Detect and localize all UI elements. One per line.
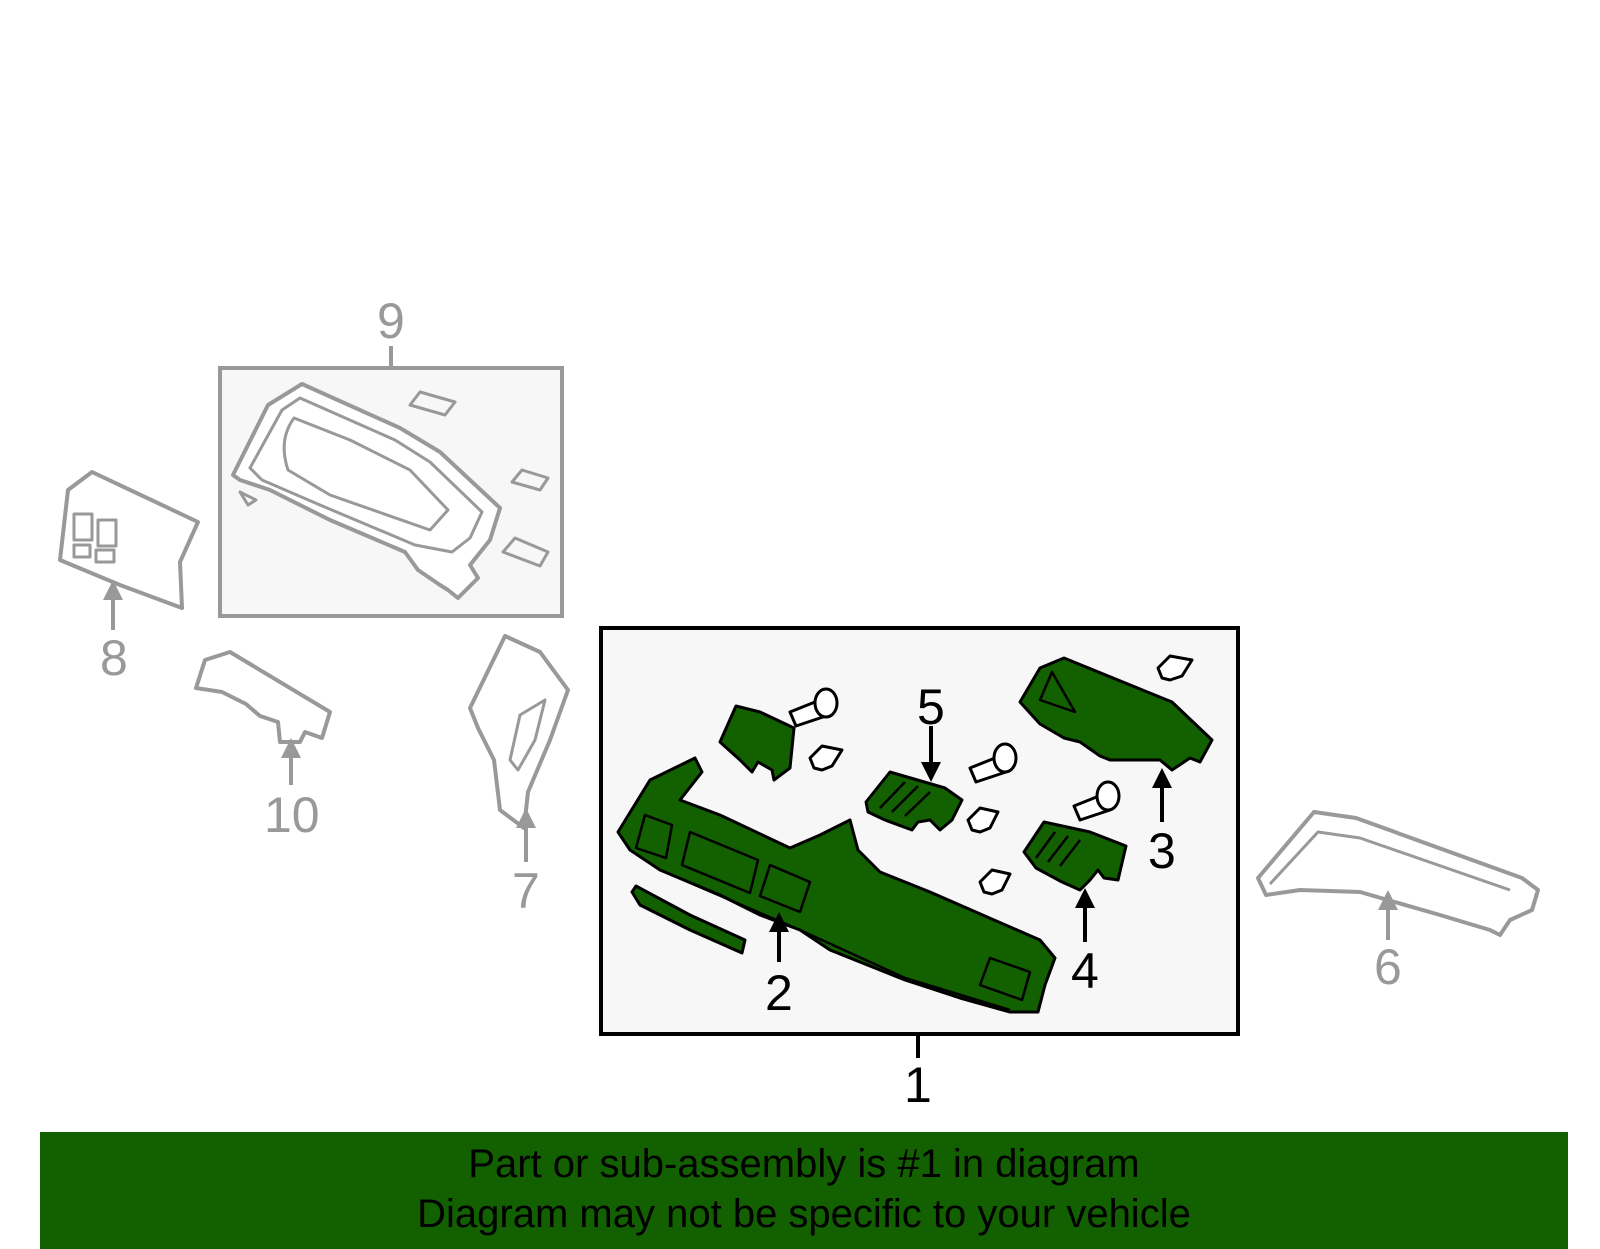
switch-button-1 — [72, 512, 94, 542]
part-9-group[interactable]: 9 — [218, 293, 564, 618]
instrument-bezel-inner — [248, 396, 484, 554]
parts-diagram: 9 8 10 7 6 — [58, 293, 1540, 1113]
callout-4[interactable]: 4 — [1071, 943, 1099, 999]
clip-4-icon — [1156, 654, 1194, 682]
instrument-bezel-lens — [282, 416, 450, 532]
clip-1-icon — [808, 744, 844, 772]
vent-5-louvers — [879, 781, 931, 817]
dash-panel-edge — [659, 868, 1011, 1012]
switch-panel-shape — [58, 470, 200, 610]
callout-10[interactable]: 10 — [264, 787, 320, 843]
callout-7[interactable]: 7 — [512, 863, 540, 919]
vent-4-louvers — [1034, 831, 1081, 867]
screw-2-icon — [968, 742, 1018, 784]
bezel-clip-1 — [408, 390, 457, 417]
upper-panel-3-shape — [1018, 656, 1214, 772]
side-panel-7-shape — [468, 634, 570, 830]
callout-2[interactable]: 2 — [765, 965, 793, 1021]
part-7-group[interactable]: 7 — [468, 634, 570, 919]
part-10-group[interactable]: 10 — [194, 650, 332, 843]
clip-2-icon — [966, 806, 1000, 834]
trim-strip-2-shape — [630, 884, 747, 955]
part-6-group[interactable]: 6 — [1256, 810, 1540, 995]
bezel-clip-3 — [501, 536, 550, 568]
bezel-clip-2 — [510, 468, 550, 492]
trim-strip-6-shape — [1256, 810, 1540, 937]
switch-button-3 — [72, 543, 92, 559]
callout-6[interactable]: 6 — [1374, 939, 1402, 995]
callout-8[interactable]: 8 — [100, 630, 128, 686]
callout-5[interactable]: 5 — [917, 679, 945, 735]
banner-line-1: Part or sub-assembly is #1 in diagram — [468, 1142, 1140, 1186]
dash-panel-vent-3 — [758, 863, 812, 914]
trim-strip-6-edge — [1268, 830, 1511, 892]
dash-panel-vent-2 — [680, 830, 760, 895]
callout-1[interactable]: 1 — [904, 1057, 932, 1113]
dash-panel-shape — [616, 756, 1057, 1014]
banner-line-2: Diagram may not be specific to your vehi… — [417, 1192, 1191, 1236]
switch-button-4 — [94, 548, 116, 564]
callout-3[interactable]: 3 — [1148, 823, 1176, 879]
screw-3-icon — [1072, 780, 1121, 822]
trim-piece-10-shape — [194, 650, 332, 744]
clip-3-icon — [978, 868, 1012, 896]
instrument-bezel-shape — [231, 382, 502, 600]
bezel-tab — [238, 490, 258, 507]
bracket-shape — [718, 704, 796, 782]
callout-9[interactable]: 9 — [377, 293, 405, 349]
part-8-group[interactable]: 8 — [58, 470, 200, 686]
part-1-group[interactable]: 1 2 5 — [599, 626, 1240, 1113]
dash-panel-vent-1 — [634, 813, 674, 860]
upper-panel-3-recess — [1038, 670, 1077, 714]
dash-panel-vent-4 — [978, 956, 1032, 1002]
vent-5-shape — [864, 770, 964, 832]
side-panel-7-inner — [508, 698, 547, 772]
info-banner: Part or sub-assembly is #1 in diagram Di… — [40, 1132, 1568, 1249]
switch-button-2 — [96, 518, 118, 548]
screw-1-icon — [788, 687, 839, 728]
